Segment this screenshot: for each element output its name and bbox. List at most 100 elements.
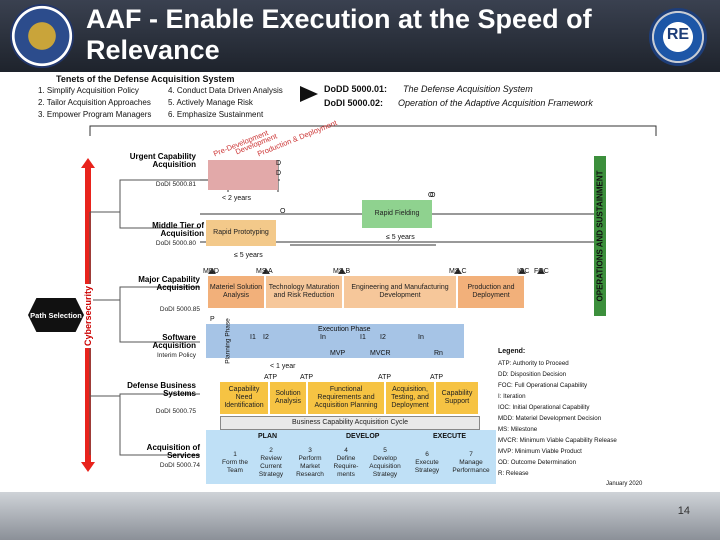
- legend-item-10: OD: Outcome Determination: [498, 459, 577, 466]
- dbs-phase-fr-text: Functional Requirements and Acquisition …: [314, 386, 378, 409]
- cybersecurity-label: Cybersecurity: [83, 283, 93, 349]
- dodi-code: DoDI 5000.02:: [324, 98, 384, 108]
- rapid-prototyping-box: Rapid Prototyping: [206, 220, 276, 246]
- legend-item-3: FOC: Full Operational Capability: [498, 382, 588, 389]
- sw-mvcr: MVCR: [370, 350, 391, 357]
- pathway-mta-label: Middle Tier of Acquisition: [152, 221, 204, 238]
- services-step-1-label: Form the Team: [221, 459, 248, 474]
- dbs-phase-fr: Functional Requirements and Acquisition …: [308, 382, 384, 414]
- milestone-ioc: IOC: [517, 268, 530, 275]
- rapid-fielding-box: Rapid Fielding: [362, 200, 432, 228]
- services-step-4-label: Define Require-ments: [333, 455, 359, 478]
- milestone-ms-a: MS A: [256, 268, 273, 275]
- pathway-urgent-ref: DoDI 5000.81: [155, 181, 196, 188]
- services-bar: [206, 430, 496, 484]
- dbs-atp-3: ATP: [378, 374, 392, 381]
- mta-o-left: O: [280, 208, 286, 215]
- services-step-6-num: 6: [425, 451, 429, 458]
- milestone-ms-b: MS B: [333, 268, 351, 275]
- mca-phase-msa: Materiel Solution Analysis: [208, 276, 264, 308]
- urgent-d-bottom: D: [276, 170, 282, 177]
- dbs-cycle-text: Business Capability Acquisition Cycle: [292, 419, 408, 426]
- ops-sustainment-label: OPERATIONS AND SUSTAINMENT: [595, 170, 605, 302]
- dbs-atp-2: ATP: [300, 374, 314, 381]
- services-step-1-num: 1: [233, 451, 237, 458]
- rapid-prototyping-text: Rapid Prototyping: [213, 229, 269, 236]
- dbs-phase-sa-text: Solution Analysis: [274, 390, 302, 405]
- sw-duration: < 1 year: [270, 363, 296, 370]
- legend-item-6: MDD: Materiel Development Decision: [498, 415, 602, 422]
- legend-item-8: MVCR: Minimum Viable Capability Release: [498, 437, 617, 444]
- tenet-4: 4. Conduct Data Driven Analysis: [168, 86, 283, 95]
- mca-phase-tmrr: Technology Maturation and Risk Reduction: [266, 276, 342, 308]
- sw-p-marker: P: [210, 316, 215, 323]
- services-step-7-num: 7: [469, 451, 473, 458]
- services-step-7-label: Manage Performance: [452, 459, 490, 474]
- urgent-o: O: [428, 192, 434, 199]
- dbs-phase-atd-text: Acquisition, Testing, and Deployment: [391, 386, 429, 409]
- sw-planning-phase: Planning Phase: [224, 318, 232, 364]
- re-logo-icon: RE: [649, 8, 707, 66]
- header-bar: [0, 0, 720, 72]
- services-step-4-num: 4: [344, 447, 348, 454]
- services-step-3-label: Perform Market Research: [296, 455, 324, 478]
- pathway-mca-ref: DoDI 5000.85: [159, 306, 200, 313]
- sw-iter-2b: I2: [380, 334, 386, 341]
- mta-proto-years: ≤ 5 years: [234, 252, 263, 259]
- dbs-atp-1: ATP: [264, 374, 278, 381]
- dbs-phase-sa: Solution Analysis: [270, 382, 306, 414]
- mta-fielding-years: ≤ 5 years: [386, 234, 415, 241]
- tenet-3: 3. Empower Program Managers: [38, 110, 152, 119]
- dod-seal-icon: [10, 4, 74, 68]
- sw-iter-nb: In: [418, 334, 424, 341]
- slide-title: AAF - Enable Execution at the Speed of R…: [86, 4, 592, 65]
- mca-phase-tmrr-text: Technology Maturation and Risk Reduction: [268, 284, 340, 299]
- page-number: 14: [677, 505, 690, 517]
- pathway-services-label: Acquisition of Services: [146, 443, 200, 460]
- legend-item-5: IOC: Initial Operational Capability: [498, 404, 590, 411]
- services-step-3-num: 3: [308, 447, 312, 454]
- legend-item-1: ATP: Authority to Proceed: [498, 360, 569, 367]
- tenet-5: 5. Actively Manage Risk: [168, 98, 253, 107]
- sw-iter-2: I2: [263, 334, 269, 341]
- dbs-phase-cni-text: Capability Need Identification: [224, 386, 264, 409]
- mca-phase-msa-text: Materiel Solution Analysis: [209, 284, 263, 299]
- services-step-2-label: Review Current Strategy: [258, 455, 284, 478]
- dbs-phase-atd: Acquisition, Testing, and Deployment: [386, 382, 434, 414]
- path-selection-badge: Path Selection: [28, 298, 84, 332]
- pathway-software-label: Software Acquisition: [152, 333, 196, 350]
- pathway-urgent-label: Urgent Capability Acquisition: [129, 152, 196, 169]
- sw-iter-n: In: [320, 334, 326, 341]
- tenet-1: 1. Simplify Acquisition Policy: [38, 86, 139, 95]
- tenet-6: 6. Emphasize Sustainment: [168, 110, 264, 119]
- sw-iter-1b: I1: [360, 334, 366, 341]
- sw-iter-1: I1: [250, 334, 256, 341]
- services-step-5-num: 5: [383, 447, 387, 454]
- dodd-code: DoDD 5000.01:: [324, 84, 388, 94]
- legend-item-11: R: Release: [498, 470, 529, 477]
- path-selection-text: Path Selection: [30, 310, 82, 320]
- services-plan: PLAN: [258, 433, 278, 440]
- dbs-phase-cs: Capability Support: [436, 382, 478, 414]
- mca-phase-pd: Production and Deployment: [458, 276, 524, 308]
- services-step-2-num: 2: [269, 447, 273, 454]
- footer-bar: [0, 492, 720, 540]
- mca-phase-pd-text: Production and Deployment: [467, 284, 515, 299]
- legend-title: Legend:: [498, 348, 526, 355]
- legend-item-9: MVP: Minimum Viable Product: [498, 448, 582, 455]
- dbs-cycle-bar: Business Capability Acquisition Cycle: [220, 416, 480, 430]
- services-step-6-label: Execute Strategy: [414, 459, 440, 474]
- urgent-bar: [208, 160, 278, 190]
- legend-item-7: MS: Milestone: [498, 426, 538, 433]
- legend-item-2: DD: Disposition Decision: [498, 371, 567, 378]
- services-execute: EXECUTE: [433, 433, 467, 440]
- dbs-atp-4: ATP: [430, 374, 444, 381]
- pathway-services-ref: DoDI 5000.74: [159, 462, 200, 469]
- rapid-fielding-text: Rapid Fielding: [374, 210, 420, 217]
- dodd-text: The Defense Acquisition System: [403, 84, 533, 94]
